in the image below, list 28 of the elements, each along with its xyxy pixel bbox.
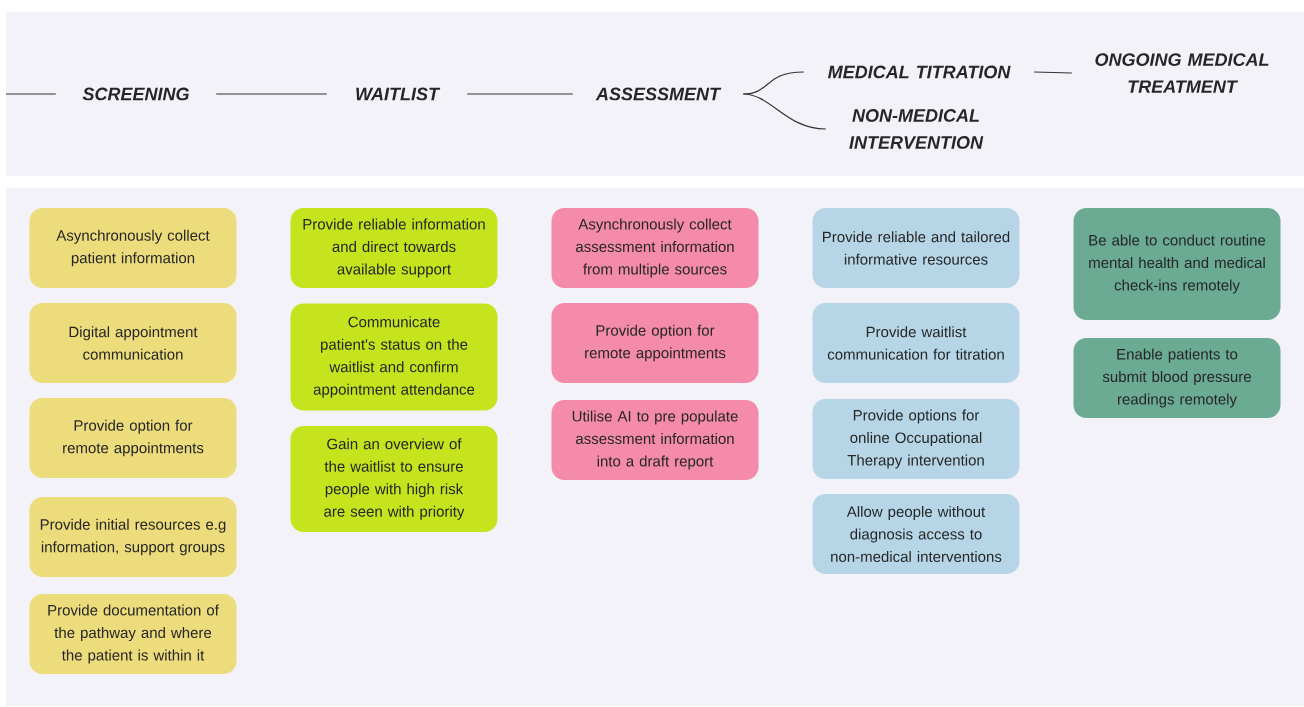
sticky-note: Allow people without diagnosis access to non-medical interventions xyxy=(812,494,1020,574)
sticky-note: Provide options for online Occupational Therapy intervention xyxy=(812,399,1020,479)
sticky-note: Provide option for remote appointments xyxy=(29,398,237,478)
connector-line xyxy=(1033,71,1073,74)
connector-line xyxy=(215,93,328,95)
sticky-note: Communicate patient's status on the waitlist and confirm appointment attendance xyxy=(290,303,498,411)
sticky-note: Asynchronously collect assessment information from multiple sources xyxy=(551,208,759,288)
stage-label: SCREENING xyxy=(82,87,189,101)
sticky-note: Gain an overview of the waitlist to ensure people with high risk are seen with priority xyxy=(290,426,498,532)
sticky-note: Provide documentation of the pathway and where the patient is within it xyxy=(29,594,237,674)
connector-line xyxy=(5,93,57,95)
connector-line xyxy=(742,93,827,130)
sticky-note: Utilise AI to pre populate assessment information into a draft report xyxy=(551,400,759,480)
sticky-note: Provide waitlist communication for titration xyxy=(812,303,1020,383)
connector-line xyxy=(466,93,574,95)
stage-label: MEDICAL TITRATION xyxy=(828,65,1011,79)
sticky-note: Digital appointment communication xyxy=(29,303,237,383)
sticky-note: Asynchronously collect patient information xyxy=(29,208,237,288)
stage-label: ASSESSMENT xyxy=(595,87,722,101)
sticky-note: Provide reliable and tailored informative resources xyxy=(812,208,1020,288)
sticky-note: Provide reliable information and direct towards available support xyxy=(290,208,498,288)
stage-label: ONGOING MEDICAL TREATMENT xyxy=(1095,53,1269,93)
sticky-note: Enable patients to submit blood pressure readings remotely xyxy=(1073,338,1281,418)
sticky-note: Provide initial resources e.g information, support groups xyxy=(29,497,237,577)
stage-label: WAITLIST xyxy=(356,87,441,101)
sticky-note: Provide option for remote appointments xyxy=(551,303,759,383)
stage-label: NON-MEDICAL INTERVENTION xyxy=(849,109,984,149)
sticky-note: Be able to conduct routine mental health and medical check-ins remotely xyxy=(1073,208,1281,320)
